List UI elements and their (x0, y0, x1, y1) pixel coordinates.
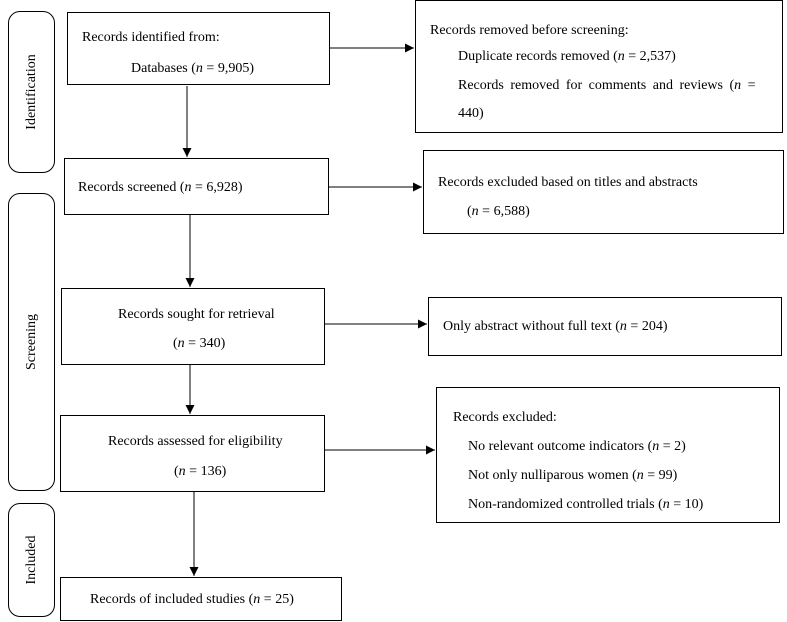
records-identified-databases: Databases (n = 9,905) (131, 61, 254, 76)
phase-included: Included (8, 503, 55, 617)
excluded-no-outcome: No relevant outcome indicators (n = 2) (468, 439, 686, 454)
records-removed-box: Records removed before screening: Duplic… (415, 0, 783, 133)
records-sought-box: Records sought for retrieval (n = 340) (61, 288, 325, 365)
phase-screening: Screening (8, 193, 55, 491)
abstract-only-text: Only abstract without full text (n = 204… (443, 319, 668, 334)
records-screened-text: Records screened (n = 6,928) (78, 180, 243, 195)
records-assessed-box: Records assessed for eligibility (n = 13… (60, 415, 325, 492)
comments-reviews-removed-count: 440) (458, 106, 484, 121)
records-included-box: Records of included studies (n = 25) (60, 577, 342, 621)
records-excluded-titles-box: Records excluded based on titles and abs… (423, 150, 784, 234)
records-excluded-title: Records excluded: (453, 410, 557, 425)
records-screened-box: Records screened (n = 6,928) (64, 158, 329, 215)
records-included-text: Records of included studies (n = 25) (90, 592, 294, 607)
records-excluded-titles-count: (n = 6,588) (467, 204, 530, 219)
records-identified-box: Records identified from: Databases (n = … (67, 12, 330, 85)
excluded-not-nulliparous: Not only nulliparous women (n = 99) (468, 468, 678, 483)
duplicate-records-removed: Duplicate records removed (n = 2,537) (458, 49, 676, 64)
records-removed-title: Records removed before screening: (430, 23, 629, 38)
records-sought-text: Records sought for retrieval (118, 307, 275, 322)
comments-reviews-removed: Records removed for comments and reviews… (458, 78, 756, 93)
records-excluded-titles-text: Records excluded based on titles and abs… (438, 175, 698, 190)
records-assessed-count: (n = 136) (174, 464, 227, 479)
records-identified-title: Records identified from: (82, 30, 220, 45)
abstract-only-box: Only abstract without full text (n = 204… (428, 297, 782, 356)
records-sought-count: (n = 340) (173, 336, 226, 351)
records-excluded-box: Records excluded: No relevant outcome in… (436, 387, 780, 523)
records-assessed-text: Records assessed for eligibility (108, 434, 283, 449)
phase-identification: Identification (8, 11, 55, 173)
excluded-non-randomized: Non-randomized controlled trials (n = 10… (468, 497, 704, 512)
